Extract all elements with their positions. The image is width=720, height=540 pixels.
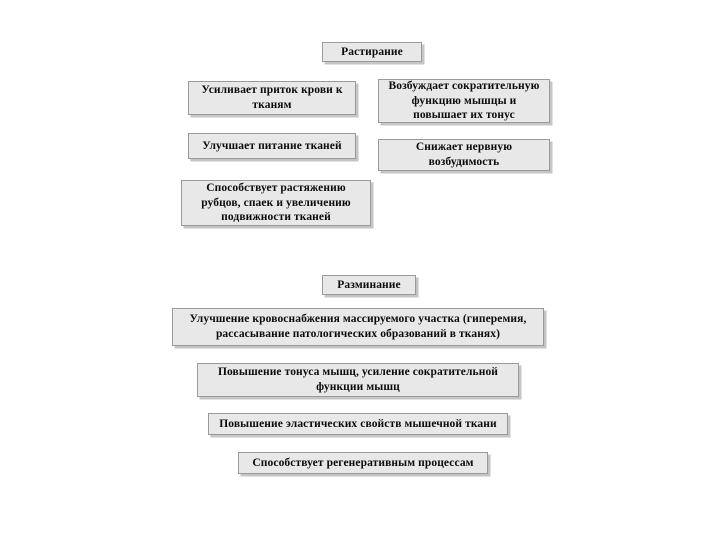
- effect-box-rastiranie-4: Снижает нервную возбудимость: [378, 139, 550, 171]
- section-title-razminanie: Разминание: [322, 275, 416, 295]
- effect-box-rastiranie-3: Улучшает питание тканей: [188, 133, 356, 159]
- effect-box-razminanie-4: Способствует регенеративным процессам: [238, 452, 488, 474]
- effect-box-razminanie-2: Повышение тонуса мышц, усиление сократит…: [197, 363, 519, 397]
- effect-box-rastiranie-5: Способствует растяжению рубцов, спаек и …: [181, 180, 371, 226]
- section-title-rastiranie: Растирание: [322, 42, 422, 62]
- effect-box-razminanie-1: Улучшение кровоснабжения массируемого уч…: [172, 308, 544, 346]
- effect-box-rastiranie-2: Возбуждает сократительную функцию мышцы …: [378, 79, 550, 123]
- effect-box-razminanie-3: Повышение эластических свойств мышечной …: [208, 413, 508, 435]
- effect-box-rastiranie-1: Усиливает приток крови к тканям: [188, 81, 356, 115]
